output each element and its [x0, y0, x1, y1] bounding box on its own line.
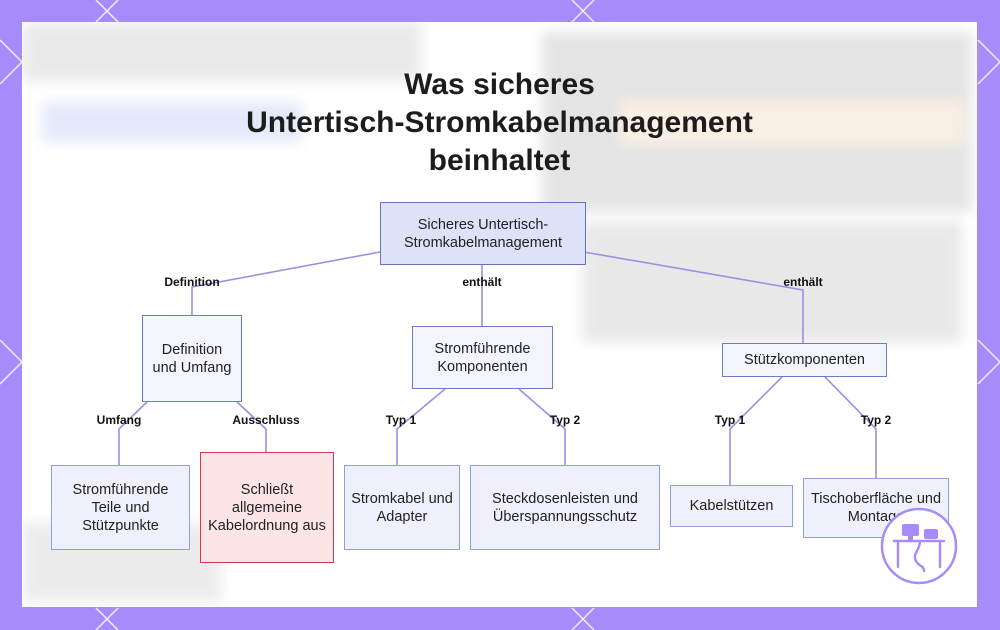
- node-root: Sicheres Untertisch-Stromkabelmanagement: [380, 202, 586, 265]
- edge-label-definition: Definition: [164, 275, 219, 289]
- node-definition: Definition und Umfang: [142, 315, 242, 402]
- edge-label-type1-b: Typ 1: [715, 413, 745, 427]
- node-cable-supports: Kabelstützen: [670, 485, 793, 527]
- edge-label-type2-a: Typ 2: [550, 413, 580, 427]
- edge-label-contains-2: enthält: [783, 275, 822, 289]
- node-support-components: Stützkomponenten: [722, 343, 887, 377]
- node-power-cables: Stromkabel und Adapter: [344, 465, 460, 550]
- edge-label-contains-1: enthält: [462, 275, 501, 289]
- node-power-strips: Steckdosenleisten und Überspannungsschut…: [470, 465, 660, 550]
- node-current-components: Stromführende Komponenten: [412, 326, 553, 389]
- edge-label-scope: Umfang: [97, 413, 142, 427]
- edge-label-exclusion: Ausschluss: [232, 413, 299, 427]
- desk-cable-logo-icon: [880, 507, 958, 585]
- diagram-card: Was sicheres Untertisch-Stromkabelmanage…: [22, 22, 977, 607]
- node-current-parts: Stromführende Teile und Stützpunkte: [51, 465, 190, 550]
- node-exclusion: Schließt allgemeine Kabelordnung aus: [200, 452, 334, 563]
- edge-label-type2-b: Typ 2: [861, 413, 891, 427]
- edge-label-type1-a: Typ 1: [386, 413, 416, 427]
